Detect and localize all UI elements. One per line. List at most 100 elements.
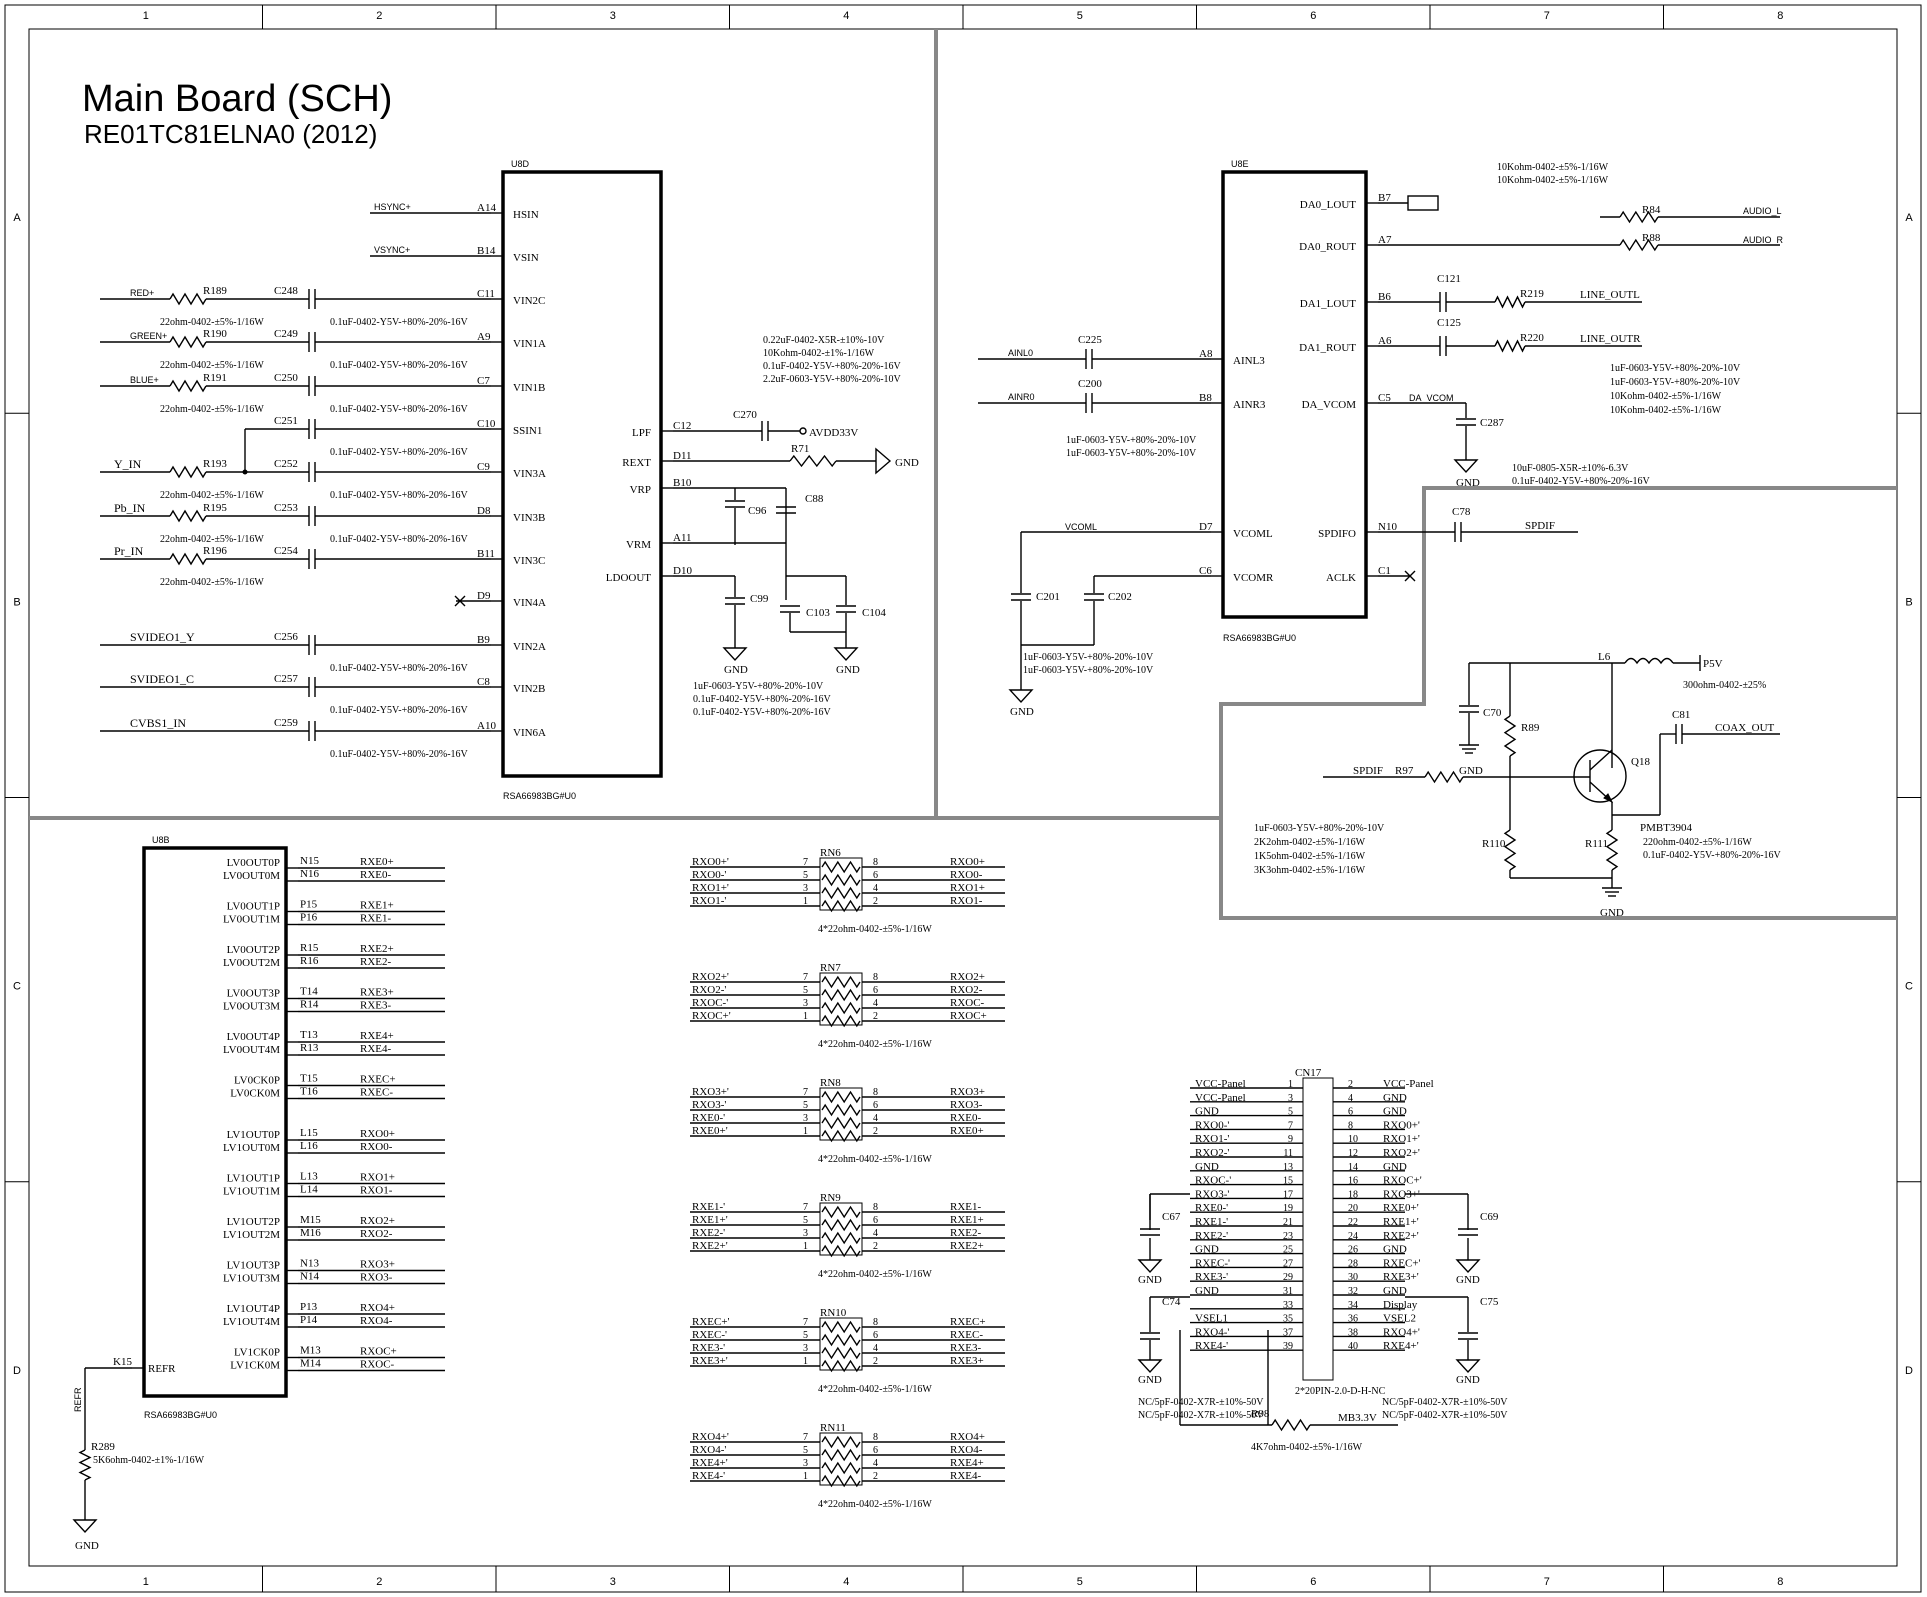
- u8b-net: RXO3-: [360, 1272, 393, 1284]
- c67-cap: [1140, 1228, 1160, 1236]
- frame-row-label: B: [1905, 596, 1912, 608]
- cap-value: 0.1uF-0402-Y5V-+80%-20%-16V: [330, 447, 469, 458]
- u8b-pin-num: P15: [300, 899, 318, 911]
- u8d-cap: [308, 677, 316, 697]
- rn-resistor: [821, 988, 861, 1002]
- u8b-chip: [142, 846, 288, 1398]
- u8b-pin-num: N13: [300, 1258, 319, 1270]
- r97-ref: R97: [1395, 765, 1414, 777]
- coax-note: 0.1uF-0402-Y5V-+80%-20%-16V: [1643, 850, 1782, 861]
- da1-cap-ref: C121: [1437, 273, 1461, 285]
- u8b-pin-name: LV1OUT2M: [223, 1229, 280, 1241]
- component-net: CVBS1_IN: [130, 716, 186, 730]
- rn-left-net: RXE3-': [692, 1342, 725, 1354]
- cap-ref: C251: [274, 415, 298, 427]
- u8d-pin-num: D11: [673, 450, 692, 462]
- cn17-left-net: RXEC-': [1195, 1257, 1230, 1269]
- frame-col-label: 1: [143, 1576, 149, 1588]
- u8b-pin-num: T14: [300, 986, 318, 998]
- gnd-q18: [1602, 887, 1622, 897]
- u8e-pin-num: C5: [1378, 392, 1391, 404]
- cap-ref: C259: [274, 717, 298, 729]
- rn-pin-num: 3: [803, 1228, 808, 1239]
- cn17-right-net: RXE1+': [1383, 1216, 1419, 1228]
- cn17-pin: 6: [1348, 1107, 1353, 1118]
- u8b-pin-name: LV1OUT1M: [223, 1186, 280, 1198]
- rn-left-net: RXE1+': [692, 1214, 728, 1226]
- r71-resistor: [789, 454, 837, 468]
- rn-pin-num: 3: [803, 1458, 808, 1469]
- u8d-pin-name: VIN4A: [513, 597, 546, 609]
- frame-row-label: A: [13, 212, 21, 224]
- res-ref: R193: [203, 458, 227, 470]
- rn-resistor: [821, 1116, 861, 1130]
- rn-pin-num: 1: [803, 1471, 808, 1482]
- rn-resistor: [821, 886, 861, 900]
- u8d-resistor: [169, 335, 207, 349]
- c81-cap: [1675, 724, 1683, 744]
- rn-right-net: RXO4-: [950, 1444, 983, 1456]
- u8d-cap: [308, 376, 316, 396]
- c70-ref: C70: [1483, 707, 1502, 719]
- rn-resistor: [821, 1129, 861, 1143]
- u8d-pin-num: B14: [477, 245, 496, 257]
- cn17-pin: 12: [1348, 1148, 1358, 1159]
- cn17-right-net: GND: [1383, 1285, 1407, 1297]
- cap-value: 0.1uF-0402-Y5V-+80%-20%-16V: [330, 534, 469, 545]
- u8e-pin-num: A6: [1378, 335, 1392, 347]
- cn17-pin: 32: [1348, 1286, 1358, 1297]
- cn17-pin: 10: [1348, 1134, 1358, 1145]
- u8d-part: RSA66983BG#U0: [503, 791, 576, 801]
- da-vcom-net: DA_VCOM: [1409, 393, 1454, 403]
- coax-out-net: COAX_OUT: [1715, 722, 1775, 734]
- rn-pin-num: 4: [873, 998, 878, 1009]
- refr-net: REFR: [73, 1387, 83, 1412]
- c69-gnd: [1455, 1259, 1481, 1274]
- rn-left-net: RXO0-': [692, 869, 726, 881]
- cn17-left-net: VSEL1: [1195, 1313, 1228, 1325]
- u8e-pin-num: D7: [1199, 521, 1213, 533]
- c78-cap: [1454, 522, 1462, 542]
- r289-resistor: [78, 1449, 92, 1481]
- l6-ref: L6: [1598, 651, 1611, 663]
- rn-resistor: [821, 1346, 861, 1360]
- r110-resistor: [1503, 829, 1517, 871]
- ground-triangle: [722, 647, 748, 662]
- u8e-pin-num: A7: [1378, 234, 1392, 246]
- u8b-part: RSA66983BG#U0: [144, 1410, 217, 1420]
- cn17-pin: 8: [1348, 1120, 1353, 1131]
- cn17-pin: 35: [1283, 1314, 1293, 1325]
- res-value: 22ohm-0402-±5%-1/16W: [160, 317, 264, 328]
- c78-ref: C78: [1452, 506, 1471, 518]
- gnd-r289: [72, 1519, 98, 1534]
- rn-right-net: RXE2-: [950, 1227, 982, 1239]
- cn17-pin: 13: [1283, 1162, 1293, 1173]
- cn17-pin: 5: [1288, 1107, 1293, 1118]
- rn-value: 4*22ohm-0402-±5%-1/16W: [818, 1269, 932, 1280]
- rn-right-net: RXE3-: [950, 1342, 982, 1354]
- c287-ref: C287: [1480, 417, 1504, 429]
- u8d-pin-name: VIN3C: [513, 555, 545, 567]
- u8e-pin-name: SPDIFO: [1318, 528, 1356, 540]
- u8d-pin-num: C9: [477, 461, 490, 473]
- cn17-right-net: RXO1+': [1383, 1133, 1420, 1145]
- rn-resistor: [821, 1474, 861, 1488]
- res-ref: R196: [203, 545, 227, 557]
- rn-left-net: RXOC-': [692, 997, 728, 1009]
- ground-triangle: [1455, 1259, 1481, 1274]
- u8b-net: RXO4-: [360, 1315, 393, 1327]
- rn-left-net: RXO1-': [692, 895, 726, 907]
- u8b-pin-num: T13: [300, 1029, 318, 1041]
- u8d-resistor: [169, 379, 207, 393]
- u8e-pin-num: B6: [1378, 291, 1391, 303]
- cn17-pin: 21: [1283, 1217, 1293, 1228]
- u8d-cap: [308, 549, 316, 569]
- ground-triangle: [1137, 1359, 1163, 1374]
- u8e-note: 1uF-0603-Y5V-+80%-20%-10V: [1066, 435, 1197, 446]
- u8b-net: RXO3+: [360, 1259, 395, 1271]
- rn-right-net: RXO1-: [950, 895, 983, 907]
- rn-resistor: [821, 873, 861, 887]
- rn-pin-num: 8: [873, 972, 878, 983]
